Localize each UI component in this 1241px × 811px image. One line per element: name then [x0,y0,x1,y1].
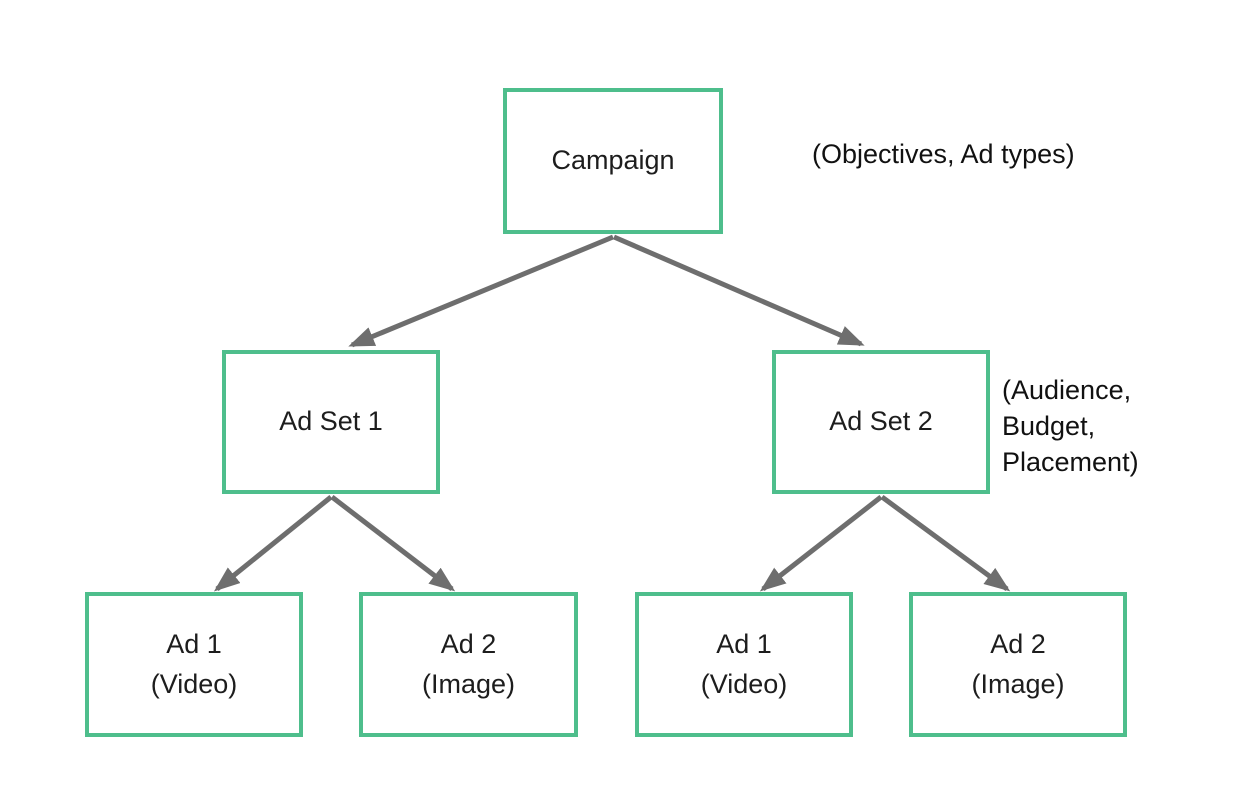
node-adset-1-label: Ad Set 1 [279,406,383,437]
edge-campaign-adset2 [613,234,865,347]
node-ad1-left-type: (Video) [150,668,238,699]
edge-adset1-ad1 [213,495,333,592]
node-ad2-right-type: (Image) [971,668,1065,699]
node-adset-2-label: Ad Set 2 [829,406,933,437]
edge-campaign-adset1 [348,234,614,348]
node-ad2-left-type: (Image) [421,668,516,699]
node-adset-2: Ad Set 2 [772,350,990,494]
node-ad2-left-label: Ad 2 [440,629,497,660]
node-ad1-left-label: Ad 1 [166,629,222,660]
adset-annotation-line-1: (Audience, [1002,375,1132,405]
edge-adset1-ad2 [330,495,456,592]
node-ad1-right-label: Ad 1 [716,629,772,660]
node-ad1-video-right: Ad 1 (Video) [635,592,853,737]
node-ad2-image-right: Ad 2 (Image) [909,592,1127,737]
node-ad2-image-left: Ad 2 (Image) [359,592,578,737]
adset-annotation-line-2: Budget, [1002,411,1096,441]
node-ad2-right-label: Ad 2 [990,629,1046,660]
node-campaign: Campaign [503,88,723,234]
node-ad1-right-type: (Video) [700,668,788,699]
campaign-annotation: (Objectives, Ad types) [812,136,1075,172]
adset-annotation-line-3: Placement) [1002,447,1139,477]
node-adset-1: Ad Set 1 [222,350,440,494]
node-campaign-label: Campaign [551,145,675,176]
edge-adset2-ad2 [880,494,1011,592]
adset-annotation: (Audience, Budget, Placement) [1002,372,1139,480]
campaign-annotation-text: (Objectives, Ad types) [812,139,1075,169]
node-ad1-video-left: Ad 1 (Video) [85,592,303,737]
edge-adset2-ad1 [759,495,883,592]
